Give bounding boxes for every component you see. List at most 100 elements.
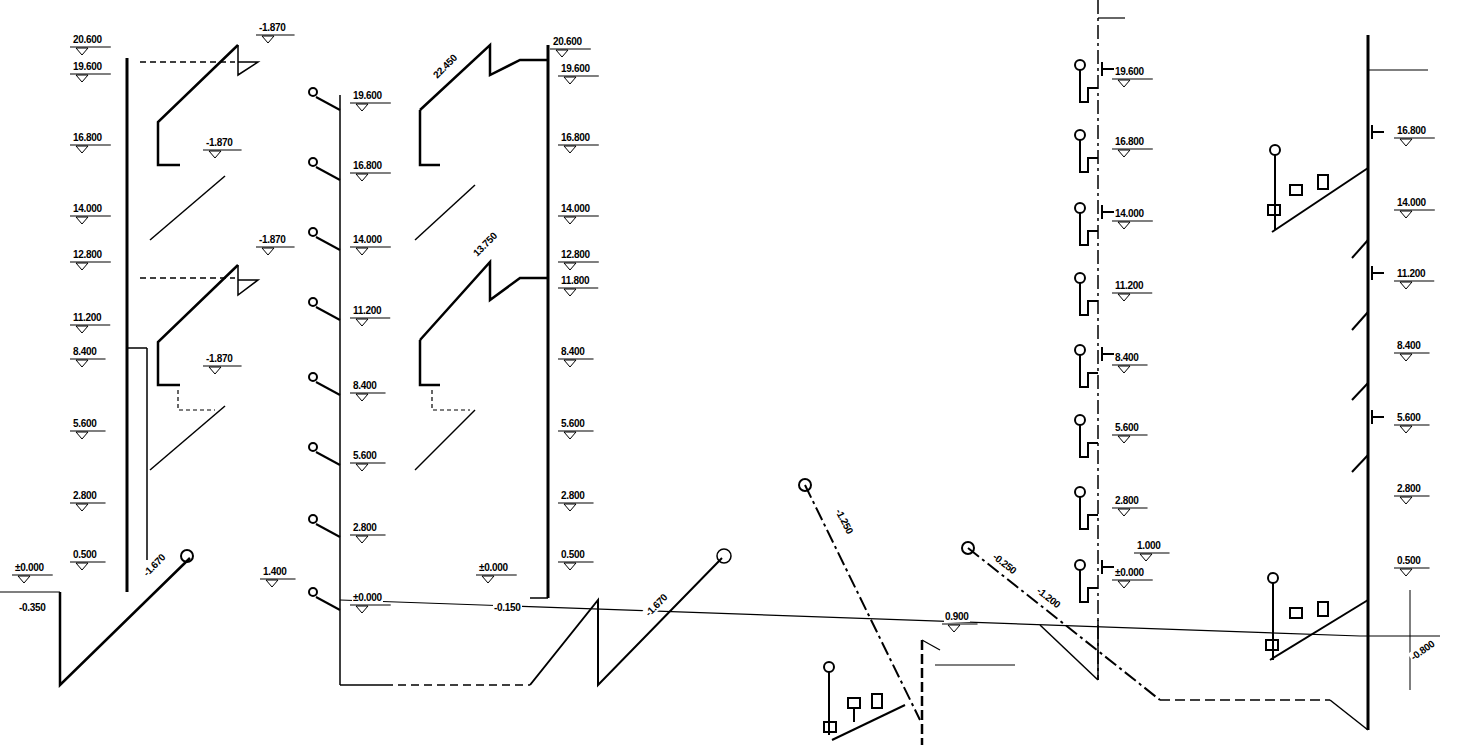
elevation-line <box>1112 292 1152 293</box>
elevation-line <box>1112 579 1153 580</box>
elevation-triangle <box>262 36 274 43</box>
elevation-label: -1.870 <box>205 353 234 364</box>
elevation-triangle <box>564 217 576 224</box>
elevation-triangle <box>76 217 88 224</box>
elevation-label: ±0.000 <box>14 562 45 573</box>
elevation-label: 8.400 <box>72 346 98 357</box>
elevation-label: 5.600 <box>1396 412 1422 423</box>
elevation-triangle <box>564 432 576 439</box>
elevation-line <box>1112 507 1148 508</box>
elevation-label: 11.800 <box>560 275 590 286</box>
elevation-triangle <box>1118 436 1130 443</box>
elevation-line <box>70 261 111 262</box>
elevation-line <box>70 324 110 325</box>
elevation-label: 5.600 <box>352 450 378 461</box>
elevation-line <box>558 430 594 431</box>
elevation-label: 13.750 <box>470 229 500 259</box>
elevation-triangle <box>556 50 568 57</box>
elevation-line <box>558 144 599 145</box>
elevation-triangle <box>948 625 960 632</box>
elevation-line <box>70 502 106 503</box>
elevation-line <box>558 287 598 288</box>
elevation-triangle <box>564 77 576 84</box>
elevation-triangle <box>356 319 368 326</box>
elevation-label: 16.800 <box>1114 136 1145 147</box>
elevation-triangle <box>1400 354 1412 361</box>
elevation-label: 14.000 <box>560 203 591 214</box>
elevation-label: 2.800 <box>1114 495 1140 506</box>
elevation-line <box>1394 352 1430 353</box>
elevation-line <box>1112 78 1153 79</box>
elevation-line <box>256 246 295 247</box>
elevation-triangle <box>482 576 494 583</box>
elevation-line <box>558 358 594 359</box>
elevation-line <box>70 358 106 359</box>
elevation-label: -0.150 <box>493 602 522 613</box>
elevation-label: 14.000 <box>1114 208 1145 219</box>
elevation-line <box>350 246 391 247</box>
elevation-label: 16.800 <box>352 160 383 171</box>
elevation-triangle <box>262 248 274 255</box>
elevation-triangle <box>564 289 576 296</box>
elevation-triangle <box>76 146 88 153</box>
elevation-line <box>1394 209 1435 210</box>
elevation-label: 2.800 <box>1396 483 1422 494</box>
elevation-line <box>70 144 111 145</box>
elevation-triangle <box>356 248 368 255</box>
elevation-triangle <box>76 75 88 82</box>
elevation-label: 14.000 <box>352 234 383 245</box>
elevation-label: 2.800 <box>72 490 98 501</box>
elevation-triangle <box>18 576 30 583</box>
elevation-triangle <box>209 151 221 158</box>
elevation-line <box>1112 148 1153 149</box>
elevation-label: 19.600 <box>1114 66 1145 77</box>
elevation-line <box>558 561 594 562</box>
elevation-line <box>1134 552 1170 553</box>
elevation-triangle <box>76 432 88 439</box>
elevation-triangle <box>564 263 576 270</box>
elevation-line <box>942 623 978 624</box>
elevation-label: 0.500 <box>72 549 98 560</box>
elevation-triangle <box>1400 211 1412 218</box>
elevation-label: 8.400 <box>352 380 378 391</box>
elevation-label: 0.500 <box>560 549 586 560</box>
elevation-label: 20.600 <box>552 36 583 47</box>
elevation-line <box>1394 280 1434 281</box>
elevation-line <box>70 215 111 216</box>
elevation-line <box>256 34 295 35</box>
elevation-line <box>476 574 517 575</box>
elevation-triangle <box>1400 282 1412 289</box>
elevation-line <box>1394 424 1430 425</box>
elevation-line <box>350 392 386 393</box>
elevation-triangle <box>76 326 88 333</box>
elevation-label: 8.400 <box>560 346 586 357</box>
elevation-line <box>1112 220 1153 221</box>
elevation-triangle <box>564 360 576 367</box>
elevation-triangle <box>1118 80 1130 87</box>
elevation-line <box>203 365 242 366</box>
elevation-label: 11.200 <box>352 305 382 316</box>
elevation-label: 12.800 <box>72 249 103 260</box>
elevation-triangle <box>76 263 88 270</box>
elevation-label: 5.600 <box>560 418 586 429</box>
elevation-label: 0.500 <box>1396 555 1422 566</box>
elevation-triangle <box>564 146 576 153</box>
elevation-label: 11.200 <box>1396 268 1426 279</box>
elevation-line <box>550 48 591 49</box>
elevation-triangle <box>76 48 88 55</box>
elevation-triangle <box>76 563 88 570</box>
elevation-line <box>1394 137 1435 138</box>
elevation-label: 14.000 <box>72 203 103 214</box>
elevation-label: -1.870 <box>258 234 287 245</box>
elevation-triangle <box>1400 569 1412 576</box>
elevation-line <box>350 172 391 173</box>
elevation-triangle <box>209 367 221 374</box>
elevation-triangle <box>266 580 278 587</box>
elevation-label: ±0.000 <box>352 592 383 603</box>
elevation-line <box>260 578 296 579</box>
elevation-label: 8.400 <box>1396 340 1422 351</box>
elevation-label: 5.600 <box>72 418 98 429</box>
elevation-line <box>1112 364 1148 365</box>
elevation-triangle <box>1118 294 1130 301</box>
